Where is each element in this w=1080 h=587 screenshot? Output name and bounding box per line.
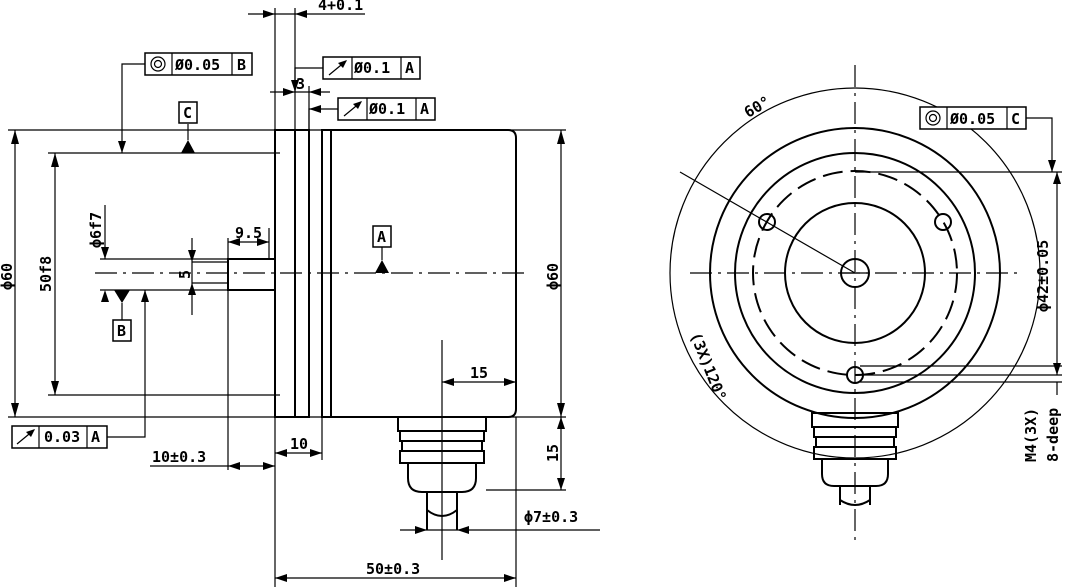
runout-icon	[328, 60, 347, 76]
fcf3-datum: A	[420, 100, 429, 118]
thread-depth: 8-deep	[1044, 408, 1062, 462]
datum-b-label: B	[117, 322, 126, 340]
datum-a-label: A	[377, 228, 386, 246]
dim-five: 5	[176, 270, 194, 279]
fcf2-datum: A	[405, 59, 414, 77]
dim-cable-offset: 15	[470, 364, 488, 382]
fcf5-datum: C	[1011, 110, 1020, 128]
fcf1-value: Ø0.05	[174, 56, 220, 74]
dim-bolt-circle: ϕ42±0.05	[1034, 240, 1052, 312]
cable-gland	[397, 340, 487, 560]
dim-cable-diameter: ϕ7±0.3	[524, 508, 578, 526]
dim-outer-left: ϕ60	[0, 263, 16, 290]
housing-outline	[709, 127, 1001, 419]
dim-pilot: 50f8	[37, 256, 55, 292]
dim-shaft-diameter: ϕ6f7	[87, 212, 105, 248]
shaft	[227, 258, 276, 291]
dim-outer-right: ϕ60	[544, 263, 562, 290]
front-view: ϕ42±0.05 M4(3X) 8-deep 60° (3X)120° Ø0.0…	[669, 65, 1062, 540]
dim-flange-to-body: 10	[290, 435, 308, 453]
threaded-hole-1	[758, 213, 776, 231]
tolerance-frame-concentricity-b: Ø0.05 B	[118, 52, 253, 153]
fcf4-datum: A	[91, 428, 100, 446]
tolerance-frame-runout-a-bottom: 0.03 A	[11, 290, 149, 449]
angle-one-twenty: (3X)120°	[686, 330, 730, 404]
tolerance-frame-runout-a-mid: Ø0.1 A	[308, 97, 436, 130]
fcf5-value: Ø0.05	[949, 110, 995, 128]
fcf1-datum: B	[237, 56, 246, 74]
side-view: A C B ϕ60 50f8 ϕ6f7 5	[0, 0, 600, 587]
dim-gap: 3	[296, 75, 305, 93]
runout-icon	[343, 101, 362, 117]
concentricity-icon	[925, 110, 941, 126]
fcf2-value: Ø0.1	[353, 59, 390, 77]
thread-spec: M4(3X)	[1022, 408, 1040, 462]
front-cable-gland	[811, 412, 899, 506]
dim-flange-thickness: 4+0.1	[318, 0, 363, 14]
tolerance-frame-runout-a-top: Ø0.1 A	[291, 56, 421, 92]
threaded-hole-2	[934, 213, 952, 231]
concentricity-icon	[150, 56, 166, 72]
angle-sixty: 60°	[741, 92, 773, 121]
tolerance-frame-concentricity-c: Ø0.05 C	[919, 106, 1056, 172]
fcf4-value: 0.03	[44, 428, 80, 446]
runout-icon	[16, 429, 35, 445]
fcf3-value: Ø0.1	[368, 100, 405, 118]
dim-overall-length: 50±0.3	[366, 560, 420, 578]
dim-shaft-length: 9.5	[235, 224, 262, 242]
datum-c-label: C	[183, 104, 192, 122]
dim-connector-height: 15	[544, 444, 562, 462]
dim-body-offset: 10±0.3	[152, 448, 206, 466]
